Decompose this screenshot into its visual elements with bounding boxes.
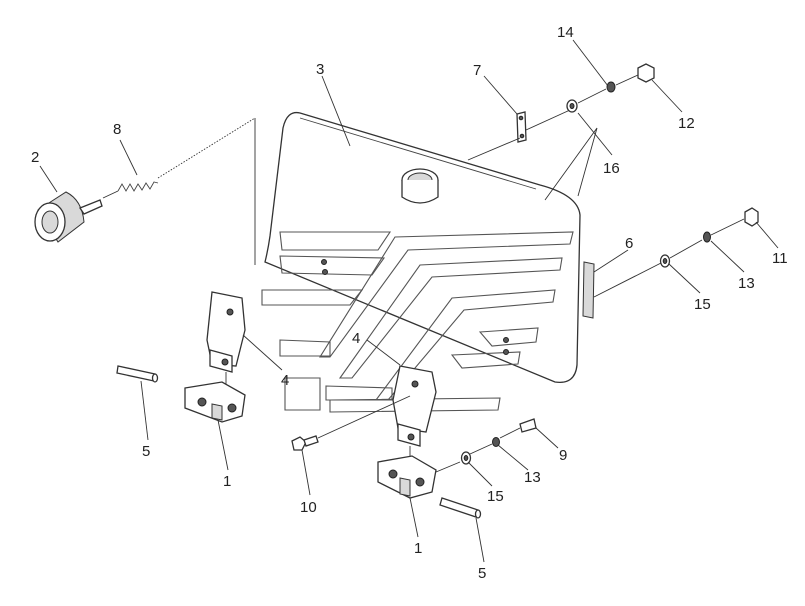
callout-16: 16 bbox=[603, 160, 620, 177]
callout-5a: 5 bbox=[142, 443, 150, 460]
callout-5b: 5 bbox=[478, 565, 486, 582]
callout-1b: 1 bbox=[414, 540, 422, 557]
callout-4a: 4 bbox=[281, 372, 289, 389]
callout-8: 8 bbox=[113, 121, 121, 138]
callout-11: 11 bbox=[772, 250, 788, 267]
callout-labels: 14 7 3 12 8 16 2 6 11 13 15 4 4 5 1 9 13… bbox=[31, 24, 788, 582]
retaining-chain bbox=[102, 117, 256, 265]
callout-9: 9 bbox=[559, 447, 567, 464]
callout-15b: 15 bbox=[487, 488, 504, 505]
right-pin bbox=[439, 497, 482, 519]
left-clamp bbox=[184, 381, 246, 423]
side-bolt-set bbox=[593, 207, 759, 298]
fuel-cap bbox=[34, 191, 103, 243]
long-bolt bbox=[291, 395, 411, 451]
left-pin bbox=[116, 365, 159, 383]
callout-12: 12 bbox=[678, 115, 695, 132]
right-bracket bbox=[392, 365, 437, 460]
right-clamp bbox=[377, 455, 437, 499]
callout-2: 2 bbox=[31, 149, 39, 166]
callout-10: 10 bbox=[300, 499, 317, 516]
callout-6: 6 bbox=[625, 235, 633, 252]
callout-4b: 4 bbox=[352, 330, 360, 347]
left-bracket bbox=[206, 291, 246, 390]
callout-14: 14 bbox=[557, 24, 574, 41]
callout-13b: 13 bbox=[524, 469, 541, 486]
callout-13a: 13 bbox=[738, 275, 755, 292]
callout-7: 7 bbox=[473, 62, 481, 79]
callout-3: 3 bbox=[316, 61, 324, 78]
callout-1a: 1 bbox=[223, 473, 231, 490]
callout-leaders bbox=[39, 39, 779, 563]
bottom-bolt-set bbox=[435, 418, 537, 473]
tank-body bbox=[261, 111, 595, 413]
callout-15a: 15 bbox=[694, 296, 711, 313]
strap-and-fasteners-top bbox=[467, 63, 655, 201]
